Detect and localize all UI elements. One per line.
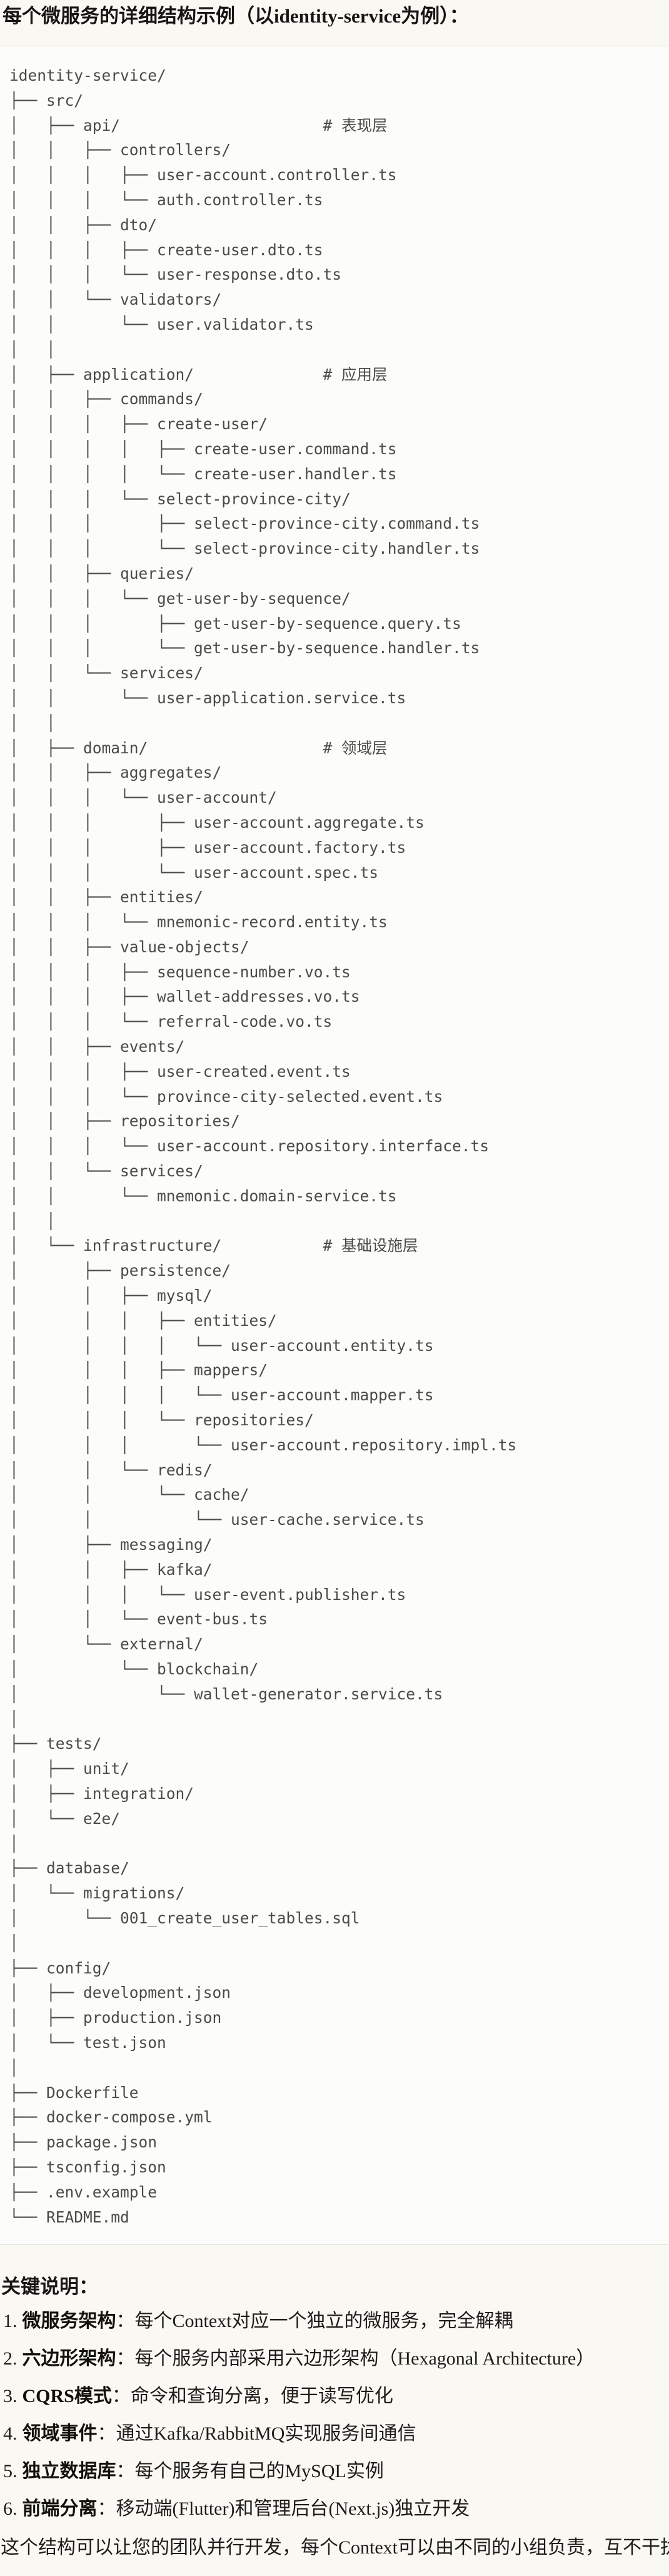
note-item-cqrs: 3.CQRS模式：命令和查询分离，便于读写优化 [3,2385,669,2408]
note-term: 领域事件 [22,2423,98,2445]
note-term: 微服务架构 [22,2311,116,2332]
note-number: 2. [3,2348,18,2370]
note-colon: ： [97,2498,116,2520]
note-desc: 每个Context对应一个独立的微服务，完全解耦 [134,2311,513,2332]
note-term: 前端分离 [22,2498,98,2520]
note-item-database: 5.独立数据库：每个服务有自己的MySQL实例 [3,2460,669,2483]
directory-tree: identity-service/ ├── src/ │ ├── api/ # … [9,66,517,2226]
note-desc: 移动端(Flutter)和管理后台(Next.js)独立开发 [116,2498,470,2520]
page-title: 每个微服务的详细结构示例（以identity-service为例）： [3,5,469,27]
closing-paragraph: 这个结构可以让您的团队并行开发，每个Context可以由不同的小组负责，互不干扰… [1,2537,669,2558]
note-colon: ： [116,2311,135,2332]
note-desc: 每个服务内部采用六边形架构（Hexagonal Architecture） [134,2348,595,2370]
note-term: CQRS模式 [22,2386,112,2407]
note-number: 5. [3,2461,18,2482]
note-item-hexagonal: 2.六边形架构：每个服务内部采用六边形架构（Hexagonal Architec… [3,2348,669,2370]
note-colon: ： [116,2348,135,2370]
note-item-frontend: 6.前端分离：移动端(Flutter)和管理后台(Next.js)独立开发 [3,2498,669,2520]
note-desc: 每个服务有自己的MySQL实例 [134,2461,384,2482]
note-number: 4. [3,2423,18,2445]
note-number: 1. [3,2311,18,2332]
note-desc: 通过Kafka/RabbitMQ实现服务间通信 [116,2423,416,2445]
note-term: 独立数据库 [22,2461,116,2482]
note-item-domain-events: 4.领域事件：通过Kafka/RabbitMQ实现服务间通信 [3,2423,669,2445]
notes-heading: 关键说明： [1,2276,98,2298]
note-number: 6. [3,2498,18,2520]
note-colon: ： [116,2461,135,2482]
note-desc: 命令和查询分离，便于读写优化 [130,2386,393,2407]
note-colon: ： [111,2386,131,2407]
notes-list: 1.微服务架构：每个Context对应一个独立的微服务，完全解耦 2.六边形架构… [0,2310,669,2520]
note-colon: ： [97,2423,116,2445]
note-number: 3. [3,2386,18,2407]
code-block: identity-service/ ├── src/ │ ├── api/ # … [0,46,669,2246]
note-term: 六边形架构 [22,2348,116,2370]
note-item-microservice: 1.微服务架构：每个Context对应一个独立的微服务，完全解耦 [3,2310,669,2333]
